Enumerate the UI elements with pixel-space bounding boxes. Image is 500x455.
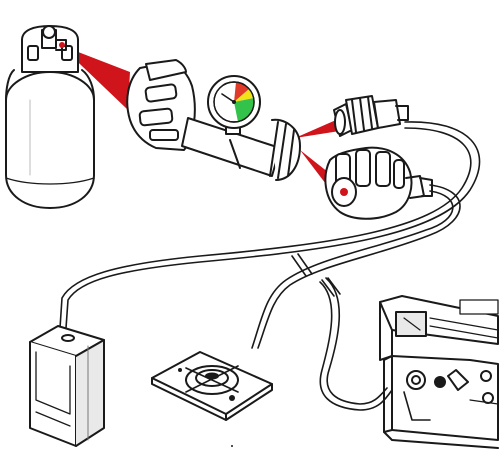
hose-to-water-heater [65,121,481,329]
hose-to-grill-inner [325,277,388,405]
hose-break-mark [321,277,341,297]
hose-fitting-icon [333,95,409,137]
callout-beams [60,45,346,192]
qcc-coupling-icon [324,146,433,220]
hose-to-grill [319,281,393,411]
gauge-zone-yellow [234,89,254,102]
callout-beam-coupling [295,120,346,138]
pressure-gauge-icon [207,75,261,129]
hoses [59,121,481,411]
gas-burner-icon [151,351,273,421]
propane-tank-icon [5,25,95,209]
gauge-adapter-icon [126,59,301,181]
water-heater-icon [29,325,105,447]
hose-break-mark [291,253,313,277]
gauge-needle [221,93,235,103]
stray-dot [231,445,233,447]
hose-to-burner-inner [251,190,454,349]
hose-to-burner [257,184,461,349]
gauge-zone-green [234,98,255,122]
grill-icon [379,295,499,449]
gauge-zone-red [234,82,249,102]
hose-to-water-heater-inner [59,127,472,329]
